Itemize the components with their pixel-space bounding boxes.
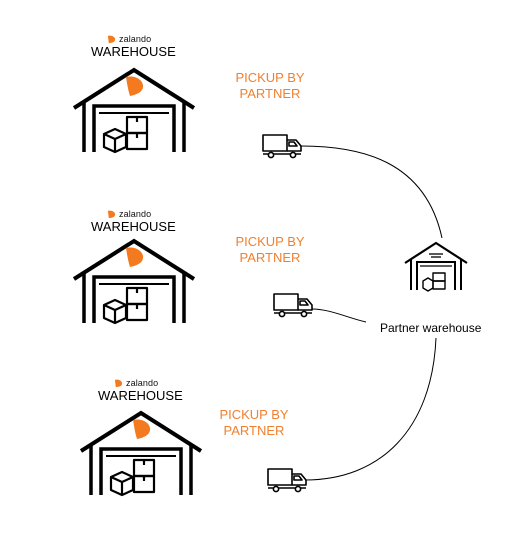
warehouse-1-brand: zalando	[107, 34, 151, 44]
brand-name: zalando	[119, 209, 152, 219]
zalando-logo-icon	[107, 210, 116, 218]
pickup-label-line1: PICKUP BY	[219, 407, 289, 422]
warehouse-1-icon	[72, 68, 196, 154]
warehouse-3-brand: zalando	[114, 378, 158, 388]
pickup-label-line2: PARTNER	[223, 423, 285, 438]
brand-name: zalando	[126, 378, 159, 388]
brand-name: zalando	[119, 34, 152, 44]
warehouse-2-title: WAREHOUSE	[91, 219, 176, 234]
zalando-logo-icon	[107, 35, 116, 43]
pickup-label-line1: PICKUP BY	[235, 70, 305, 85]
route-line-middle	[311, 308, 367, 323]
pickup-label-1: PICKUP BY PARTNER	[228, 70, 312, 102]
partner-warehouse-icon	[403, 241, 469, 293]
warehouse-1-title: WAREHOUSE	[91, 44, 176, 59]
route-line-top	[300, 145, 443, 239]
pickup-label-line2: PARTNER	[239, 250, 301, 265]
pickup-label-3: PICKUP BY PARTNER	[212, 407, 296, 439]
warehouse-2-icon	[72, 239, 196, 325]
pickup-label-line2: PARTNER	[239, 86, 301, 101]
truck-3-icon	[267, 468, 307, 493]
pickup-label-line1: PICKUP BY	[235, 234, 305, 249]
warehouse-3-icon	[79, 411, 203, 497]
warehouse-2-brand: zalando	[107, 209, 151, 219]
route-line-bottom	[304, 337, 437, 481]
warehouse-3-title: WAREHOUSE	[98, 388, 183, 403]
partner-warehouse-label: Partner warehouse	[380, 321, 482, 335]
truck-1-icon	[262, 134, 302, 159]
zalando-logo-icon	[114, 379, 123, 387]
pickup-label-2: PICKUP BY PARTNER	[228, 234, 312, 266]
truck-2-icon	[273, 293, 313, 318]
